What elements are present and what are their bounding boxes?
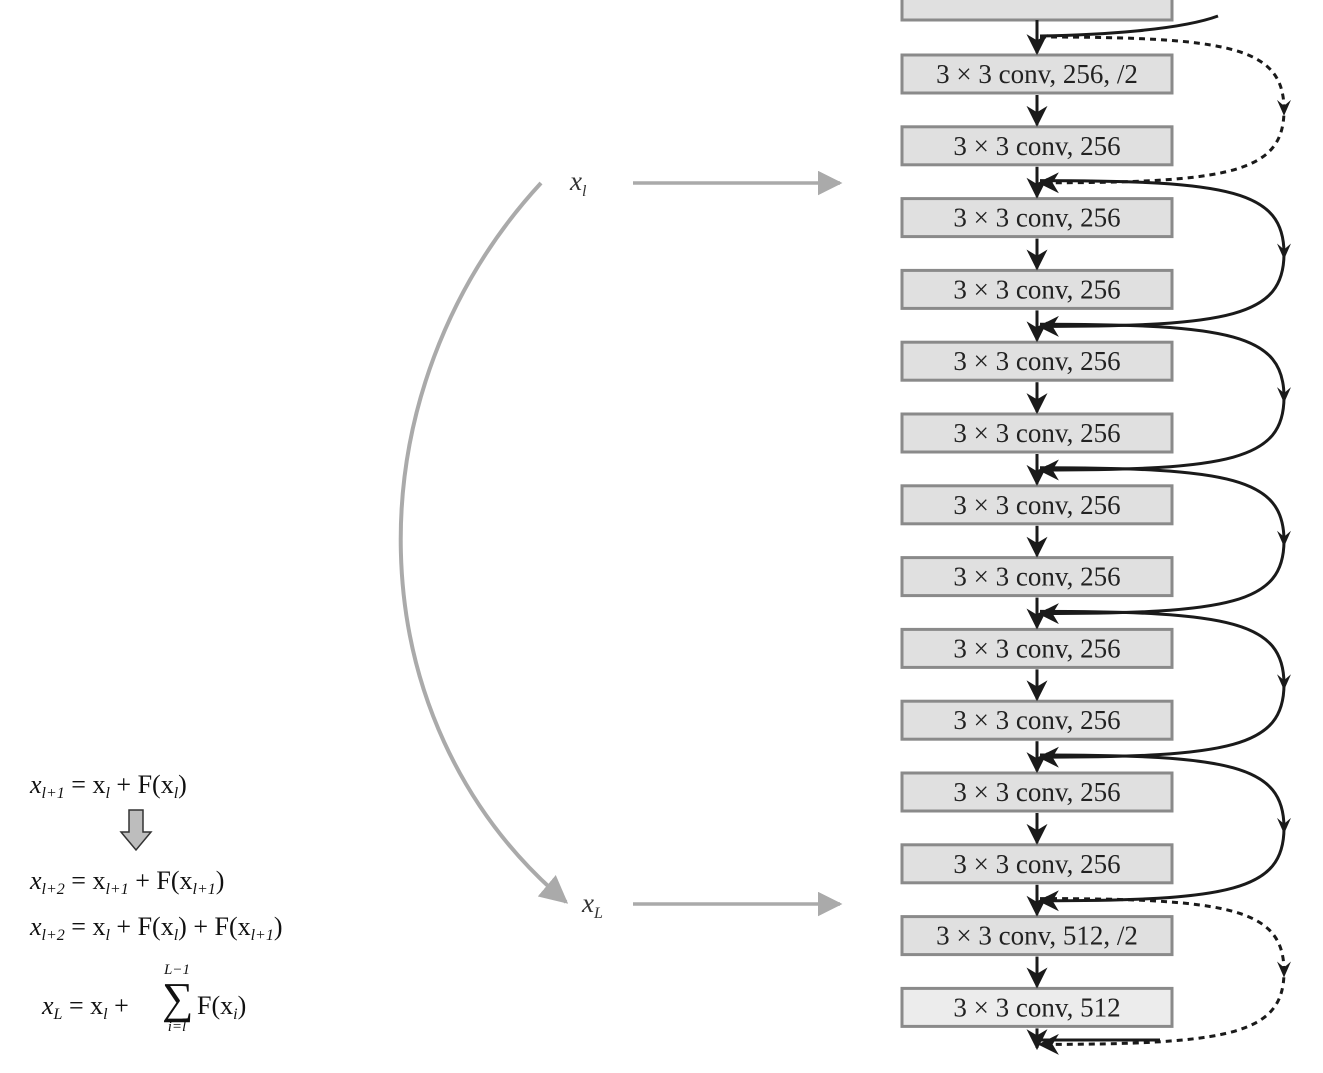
summation-operator: L−1 ∑ i=l xyxy=(162,962,194,1036)
shortcut-arrowhead xyxy=(1277,243,1291,260)
x-l-label: xl xyxy=(570,166,587,200)
layer-label: 3 × 3 conv, 256 xyxy=(953,633,1120,663)
equation-4: xL = xl + xyxy=(42,991,129,1023)
equation-4-term: F(xi) xyxy=(197,991,247,1023)
layer-5: 3 × 3 conv, 256 xyxy=(900,340,1174,382)
layer-label: 3 × 3 conv, 256 xyxy=(953,418,1120,448)
shortcut-arrowhead xyxy=(1277,817,1291,834)
layer-6: 3 × 3 conv, 256 xyxy=(900,412,1174,454)
shortcut-arrowhead xyxy=(1277,99,1291,116)
layer-label: 3 × 3 conv, 256 xyxy=(953,849,1120,879)
partial-top-shortcut xyxy=(1039,14,1219,38)
layer-8: 3 × 3 conv, 256 xyxy=(900,556,1174,598)
layer-stack: 3 × 3 conv, 256, /2 3 × 3 conv, 256 3 × 3 … xyxy=(900,53,1174,1028)
layer-11: 3 × 3 conv, 256 xyxy=(900,771,1174,813)
layer-label: 3 × 3 conv, 256 xyxy=(953,131,1120,161)
identity-arc xyxy=(398,181,569,904)
layer-label: 3 × 3 conv, 256 xyxy=(953,274,1120,304)
layer-box xyxy=(900,125,1174,167)
layer-box xyxy=(900,484,1174,526)
shortcut-arrowhead xyxy=(1277,387,1291,404)
layer-label: 3 × 3 conv, 256 xyxy=(953,705,1120,735)
layer-label: 3 × 3 conv, 256 xyxy=(953,346,1120,376)
sum-lower-limit: i=l xyxy=(167,1019,187,1035)
layer-2: 3 × 3 conv, 256 xyxy=(900,125,1174,167)
layer-1: 3 × 3 conv, 256, /2 xyxy=(900,53,1174,95)
layer-box xyxy=(900,771,1174,813)
sum-symbol: ∑ xyxy=(162,974,194,1023)
layer-label: 3 × 3 conv, 256 xyxy=(953,777,1120,807)
layer-label: 3 × 3 conv, 256 xyxy=(953,490,1120,520)
layer-box xyxy=(900,699,1174,741)
sum-upper-limit: L−1 xyxy=(164,962,190,978)
shortcut-arrowhead xyxy=(1277,674,1291,691)
layer-box xyxy=(900,412,1174,454)
layer-10: 3 × 3 conv, 256 xyxy=(900,699,1174,741)
shortcut-arrowhead xyxy=(1277,961,1291,978)
layer-label: 3 × 3 conv, 256 xyxy=(953,562,1120,592)
layer-9: 3 × 3 conv, 256 xyxy=(900,627,1174,669)
layer-label: 3 × 3 conv, 512 xyxy=(953,992,1120,1022)
layer-13: 3 × 3 conv, 512, /2 xyxy=(900,915,1174,957)
partial-layer-box xyxy=(900,0,1174,22)
layer-3: 3 × 3 conv, 256 xyxy=(900,197,1174,239)
layer-box xyxy=(900,53,1174,95)
layer-label: 3 × 3 conv, 512, /2 xyxy=(936,921,1138,951)
equation-2: xl+2 = xl+1 + F(xl+1) xyxy=(30,866,225,898)
x-L-label: xL xyxy=(582,888,603,922)
equation-3: xl+2 = xl + F(xl) + F(xl+1) xyxy=(30,912,283,944)
equation-1: xl+1 = xl + F(xl) xyxy=(30,770,187,802)
down-arrow-icon xyxy=(119,809,153,852)
layer-label: 3 × 3 conv, 256, /2 xyxy=(936,59,1138,89)
shortcut-connections xyxy=(1037,35,1291,1055)
layer-14: 3 × 3 conv, 512 xyxy=(900,986,1174,1028)
shortcut-arrowhead xyxy=(1277,530,1291,547)
layer-12: 3 × 3 conv, 256 xyxy=(900,843,1174,885)
layer-4: 3 × 3 conv, 256 xyxy=(900,268,1174,310)
layer-label: 3 × 3 conv, 256 xyxy=(953,203,1120,233)
layer-box xyxy=(900,340,1174,382)
layer-7: 3 × 3 conv, 256 xyxy=(900,484,1174,526)
